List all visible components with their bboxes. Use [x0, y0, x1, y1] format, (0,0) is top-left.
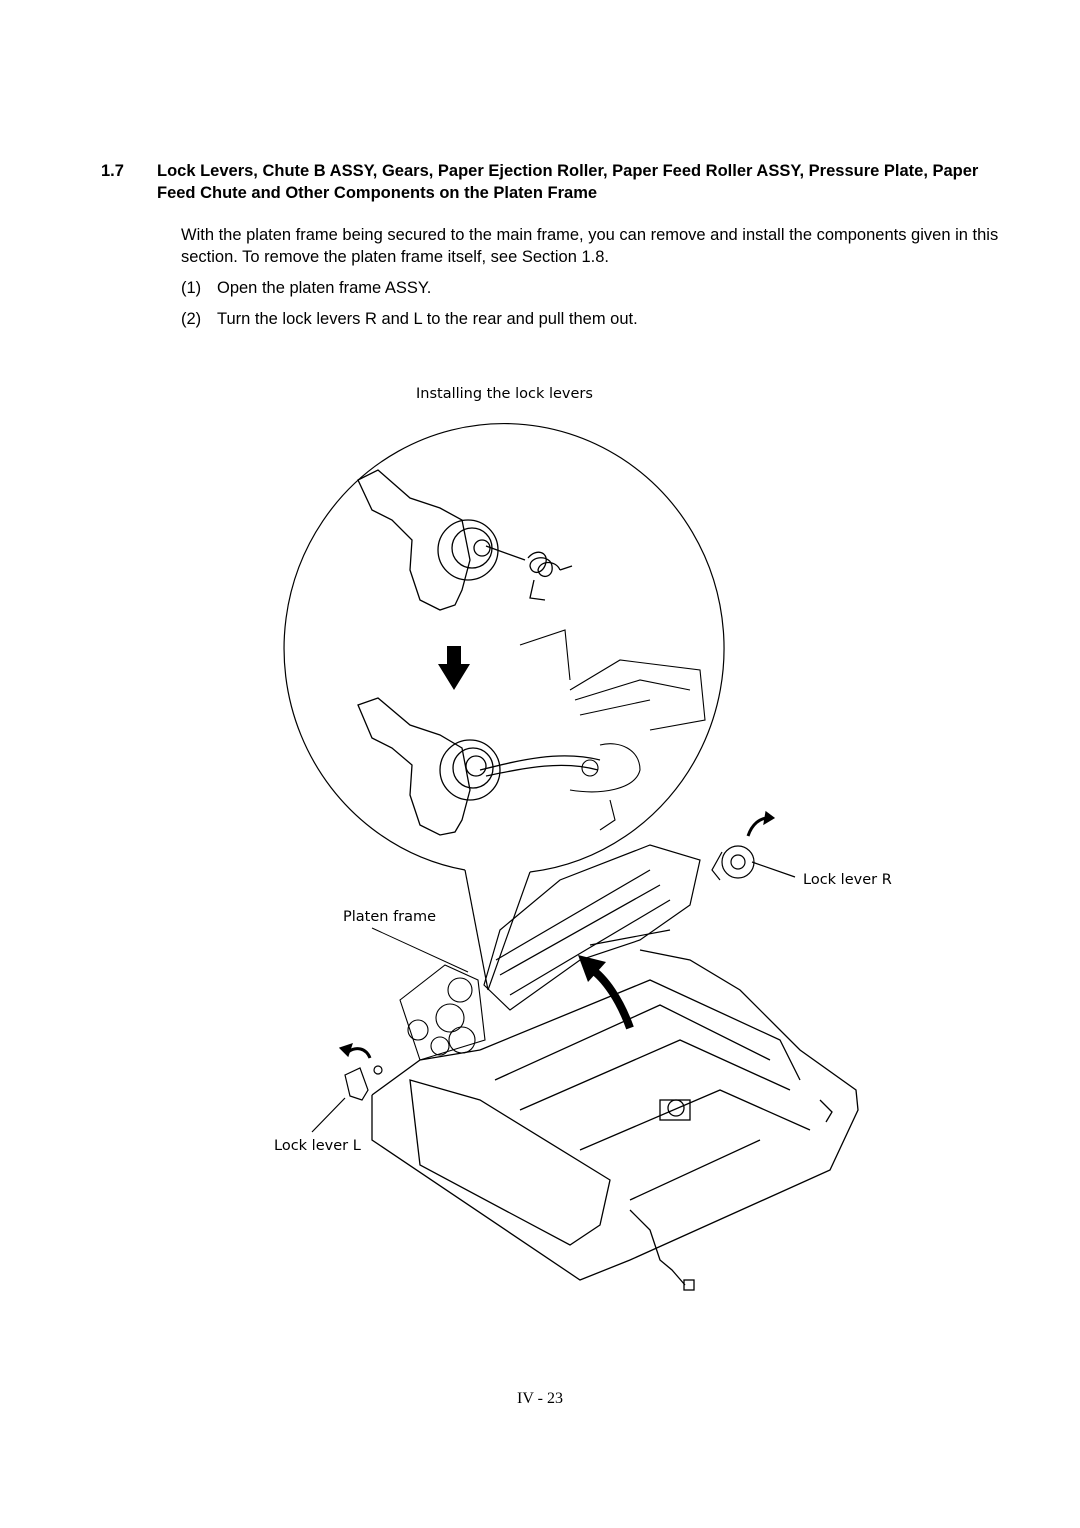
- leader-platen-frame: [371, 927, 469, 973]
- label-platen-frame: Platen frame: [343, 909, 436, 925]
- lock-lever-detail-lower: [357, 697, 601, 836]
- lock-lever-detail-upper: [357, 469, 573, 611]
- section-title: Lock Levers, Chute B ASSY, Gears, Paper …: [157, 162, 979, 202]
- label-lock-lever-l: Lock lever L: [274, 1138, 361, 1154]
- label-lock-lever-r: Lock lever R: [803, 872, 892, 888]
- step-text: Open the platen frame ASSY.: [217, 279, 432, 297]
- page-number: IV - 23: [517, 1390, 563, 1407]
- detail-magnifier: [283, 423, 725, 991]
- gear-cluster: [399, 964, 486, 1061]
- detail-title: Installing the lock levers: [416, 386, 593, 402]
- lock-lever-l: [311, 1043, 383, 1133]
- step-number: (1): [181, 279, 202, 297]
- platen-frame: [483, 844, 701, 1011]
- lock-lever-r: [711, 810, 796, 881]
- intro-paragraph: With the platen frame being secured to t…: [181, 226, 999, 266]
- main-frame: [371, 949, 859, 1291]
- step-text: Turn the lock levers R and L to the rear…: [217, 310, 638, 328]
- platen-section-detail: [519, 629, 706, 831]
- step-number: (2): [181, 310, 202, 328]
- down-arrow-icon: [438, 646, 470, 690]
- section-number: 1.7: [101, 162, 124, 180]
